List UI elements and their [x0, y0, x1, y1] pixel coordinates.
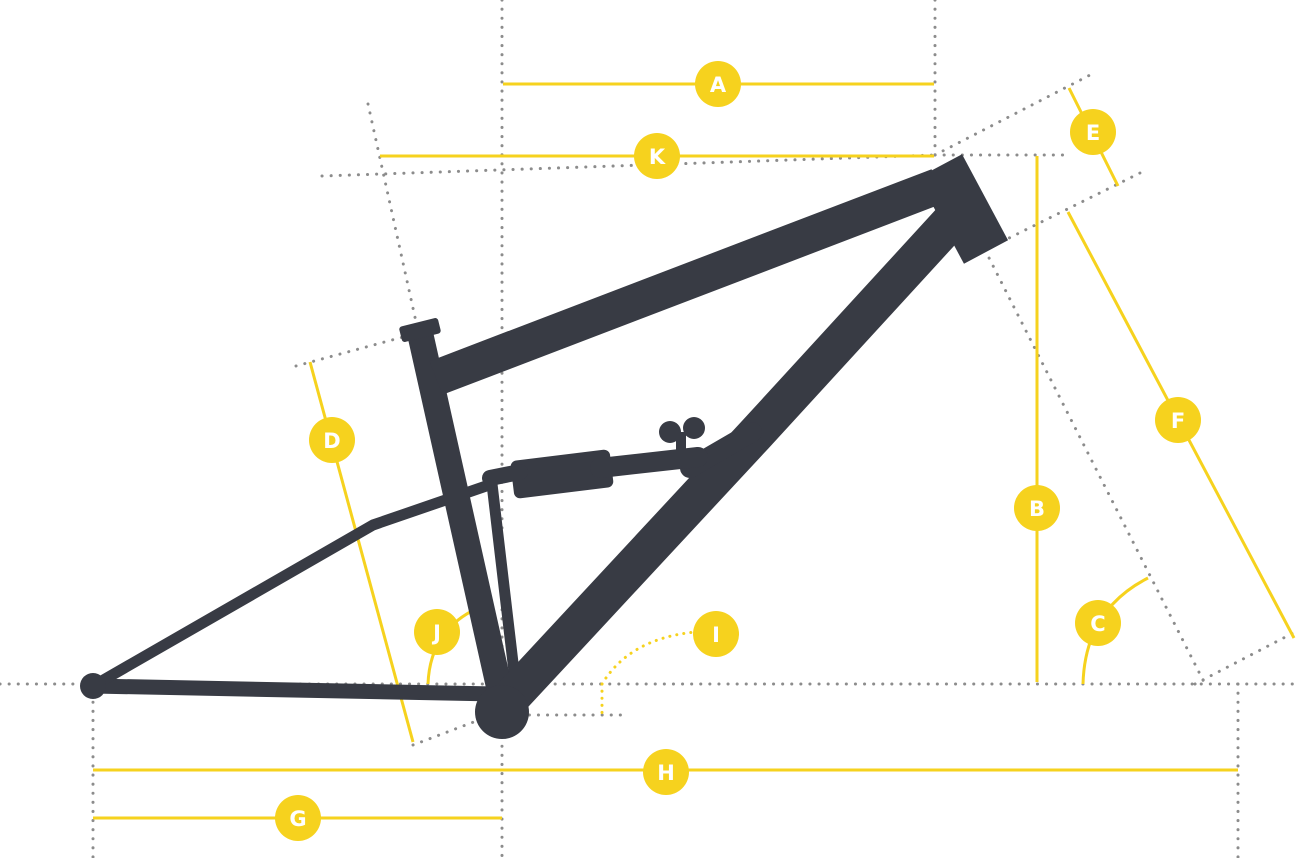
label-i-text: I — [712, 623, 720, 647]
label-i: I — [693, 611, 739, 657]
bb-drop-indicator-i — [600, 630, 698, 717]
label-c: C — [1075, 600, 1121, 646]
rear-shock-body — [510, 449, 614, 499]
bike-frame — [80, 154, 1009, 739]
headtube-axis-guide — [983, 248, 1207, 686]
label-f: F — [1155, 397, 1201, 443]
label-d-text: D — [323, 429, 340, 453]
headtube-bottom-perpendicular-guide — [983, 171, 1142, 252]
head-tube — [917, 154, 1009, 264]
headtube-top-perpendicular-guide — [933, 72, 1094, 157]
seat-tube-bottom-perpendicular-guide — [411, 710, 502, 747]
label-a-text: A — [710, 73, 727, 97]
label-h-text: H — [657, 761, 675, 785]
label-e: E — [1070, 109, 1116, 155]
label-j: J — [414, 609, 460, 655]
bottom-bracket — [475, 685, 529, 739]
rear-shock — [482, 417, 708, 499]
label-b: B — [1014, 485, 1060, 531]
rear-axle — [80, 673, 106, 699]
seat-tube — [407, 330, 515, 703]
seat-collar — [399, 318, 441, 342]
fork-perpendicular-guide — [1193, 630, 1297, 686]
shock-adjuster-stem — [676, 432, 686, 462]
label-b-text: B — [1029, 497, 1045, 521]
label-k: K — [634, 133, 680, 179]
chainstay — [85, 678, 504, 702]
label-c-text: C — [1090, 612, 1105, 636]
label-f-text: F — [1171, 409, 1185, 433]
label-g: G — [275, 795, 321, 841]
shock-adjuster-knob-left — [659, 421, 681, 443]
label-j-text: J — [431, 621, 441, 645]
label-e-text: E — [1086, 121, 1100, 145]
rear-shock-eyelet — [482, 464, 528, 486]
dimension-labels: A K E F B C D J — [275, 61, 1201, 841]
shock-adjuster-knob-right — [683, 417, 705, 439]
label-k-text: K — [649, 145, 666, 169]
headtube-top-horizontal-guide — [320, 153, 937, 178]
top-tube — [429, 169, 945, 395]
label-a: A — [695, 61, 741, 107]
label-d: D — [309, 417, 355, 463]
label-h: H — [643, 749, 689, 795]
label-g-text: G — [289, 807, 306, 831]
rear-dropout-link — [486, 478, 521, 686]
